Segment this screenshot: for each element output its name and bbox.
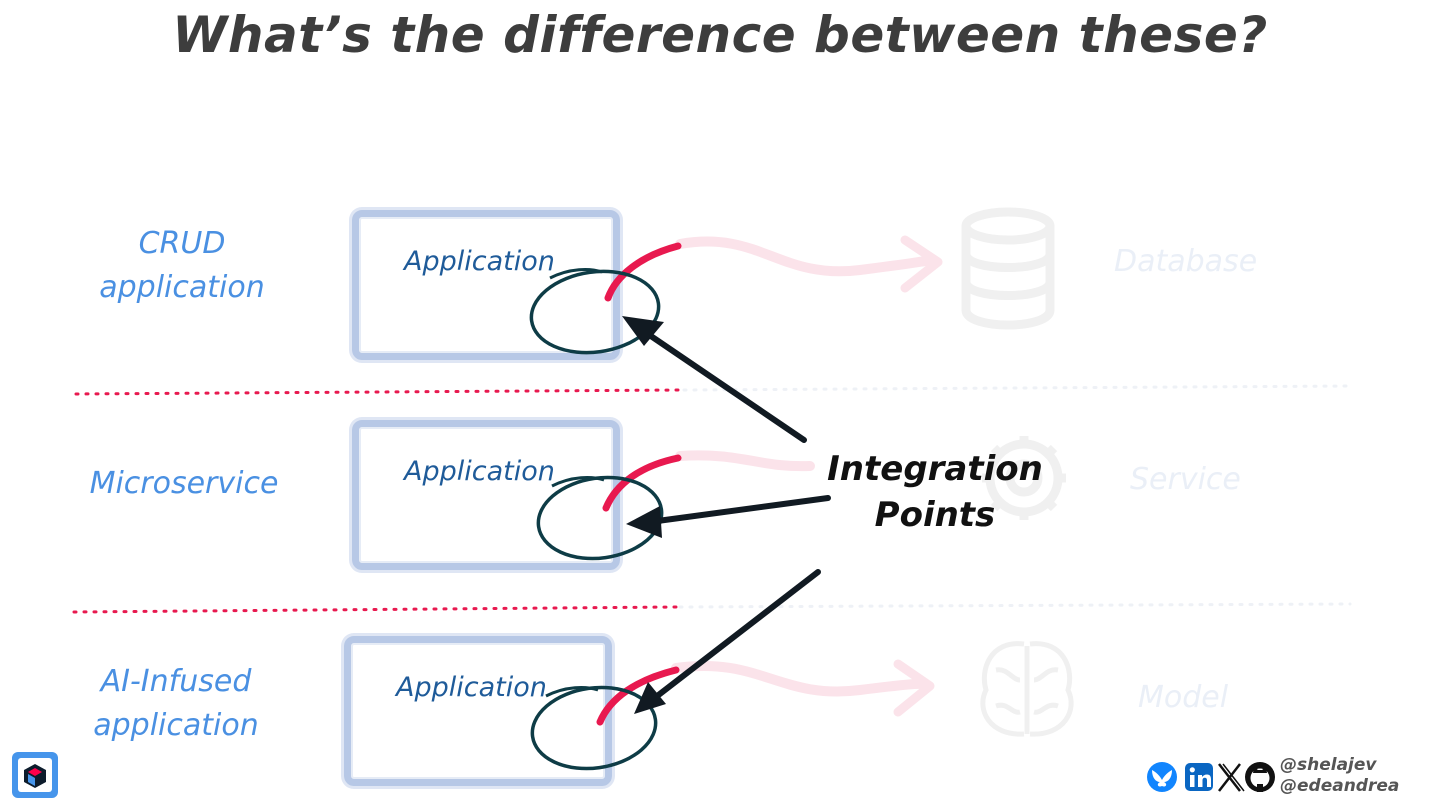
row-label-microservice: Microservice: [74, 462, 294, 506]
brain-icon: [980, 641, 1074, 737]
connection-arrow-head-faded: [900, 235, 943, 293]
target-label-database: Database: [1114, 244, 1258, 279]
pointer-arrow: [647, 495, 831, 525]
row-label-ai-infused: AI-Infused application: [66, 660, 286, 748]
pointer-arrow-head: [626, 506, 662, 538]
pointer-arrow-head: [622, 316, 664, 346]
integration-point-circle-tail: [545, 686, 599, 698]
linkedin-icon: [1185, 763, 1213, 791]
target-label-model: Model: [1138, 680, 1229, 715]
row-label-crud: CRUD application: [72, 222, 292, 310]
row-separator: [74, 388, 682, 396]
handle-edeandrea[interactable]: @edeandrea: [1280, 776, 1400, 796]
application-label: Application: [396, 672, 547, 703]
row-label-line2: application: [99, 270, 265, 305]
pointer-arrow-head: [634, 682, 666, 714]
integration-points-line2: Points: [874, 495, 996, 535]
pointer-arrow: [639, 327, 807, 443]
integration-connector: [602, 454, 682, 512]
github-icon: [1245, 762, 1275, 792]
social-handles: @shelajev @edeandrea: [1280, 755, 1399, 797]
application-label: Application: [404, 456, 555, 487]
integration-connector: [604, 242, 682, 302]
integration-points-line1: Integration: [827, 449, 1043, 489]
x-icon: [1218, 763, 1245, 792]
row-label-line1: CRUD: [138, 226, 226, 261]
integration-points-label: Integration Points: [820, 446, 1050, 538]
target-label-service: Service: [1130, 462, 1241, 497]
row-separator-faded: [678, 602, 1352, 609]
row-separator: [72, 605, 678, 614]
logo-icon: [12, 752, 58, 798]
row-label-line1: AI-Infused: [100, 664, 252, 699]
integration-point-circle-tail: [549, 268, 603, 280]
page-title: What’s the difference between these?: [172, 6, 1268, 64]
integration-point-circle-tail: [551, 476, 605, 488]
database-icon: [961, 207, 1055, 330]
connection-arrow-head-faded: [893, 659, 935, 717]
row-label-line1: Microservice: [89, 466, 279, 501]
connection-arrow-faded: [675, 450, 815, 472]
handle-shelajev[interactable]: @shelajev: [1280, 755, 1377, 775]
bluesky-icon: [1147, 762, 1177, 792]
integration-point-circle: [529, 269, 661, 355]
connection-arrow-faded: [671, 660, 933, 697]
row-separator-faded: [682, 384, 1352, 392]
pointer-arrow: [649, 569, 821, 703]
application-label: Application: [404, 246, 555, 277]
connection-arrow-faded: [675, 236, 940, 277]
row-label-line2: application: [93, 708, 259, 743]
gear-icon: [982, 436, 1066, 520]
